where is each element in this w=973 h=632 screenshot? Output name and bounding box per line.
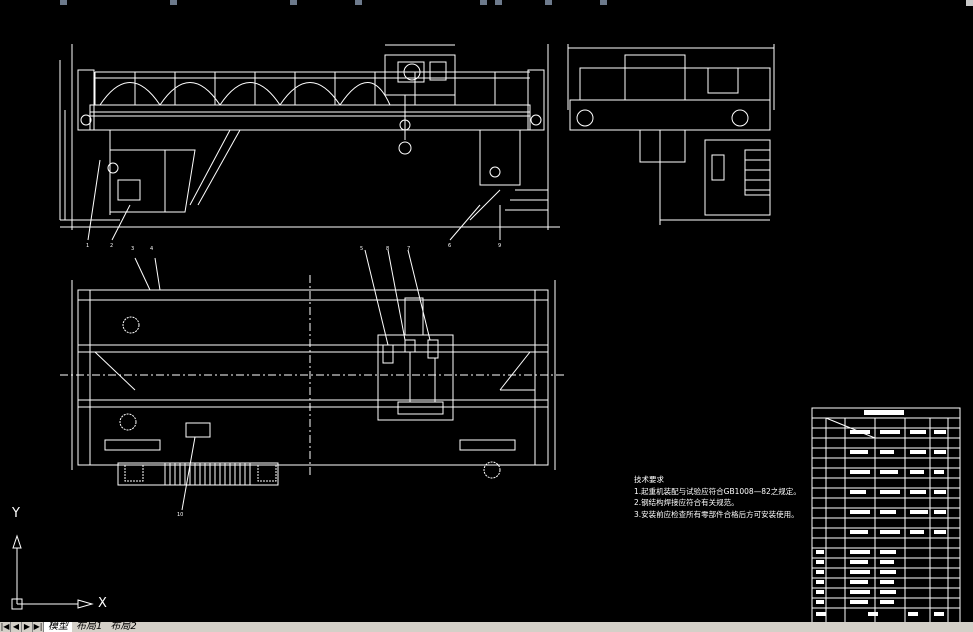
side-elevation-view bbox=[567, 44, 775, 225]
tab-layout-1[interactable]: 布局1 bbox=[76, 621, 103, 632]
balloon-6: 6 bbox=[448, 243, 451, 249]
technical-notes-title: 技术要求 bbox=[634, 475, 664, 484]
toolbar-icon-6[interactable] bbox=[495, 0, 502, 5]
layout-tab-bar: |◀◀▶▶|模型布局1 布局2 bbox=[0, 622, 973, 632]
toolbar-icon-8[interactable] bbox=[600, 0, 607, 5]
balloon-labels-plan: 3 4 5 8 7 10 bbox=[131, 246, 410, 518]
tab-nav-prev[interactable]: ◀ bbox=[11, 622, 22, 632]
toolbar-icon-4[interactable] bbox=[355, 0, 362, 5]
toolbar-icon-1[interactable] bbox=[60, 0, 67, 5]
title-block-fill bbox=[816, 410, 946, 616]
toolbar-icon-7[interactable] bbox=[545, 0, 552, 5]
technical-note-2: 2.钢结构焊接应符合有关规范。 bbox=[634, 498, 739, 507]
tab-model[interactable]: 模型 bbox=[44, 622, 72, 632]
balloon-4: 4 bbox=[150, 246, 153, 252]
balloon-2: 2 bbox=[110, 243, 113, 249]
balloon-3: 3 bbox=[131, 246, 134, 252]
toolbar-icon-3[interactable] bbox=[290, 0, 297, 5]
toolbar-strip bbox=[0, 0, 973, 6]
tab-layout-2[interactable]: 布局2 bbox=[110, 621, 137, 632]
balloon-1: 1 bbox=[86, 243, 89, 249]
ucs-y-label: Y bbox=[12, 506, 20, 521]
tab-nav-first[interactable]: |◀ bbox=[0, 622, 11, 632]
title-block bbox=[811, 407, 961, 624]
toolbar-icon-5[interactable] bbox=[480, 0, 487, 5]
balloon-5: 5 bbox=[360, 246, 363, 252]
vertical-scrollbar[interactable] bbox=[966, 0, 973, 6]
toolbar-icon-2[interactable] bbox=[170, 0, 177, 5]
balloon-7: 7 bbox=[407, 246, 410, 252]
technical-note-3: 3.安装前应检查所有零部件合格后方可安装使用。 bbox=[634, 509, 799, 519]
front-elevation-view bbox=[59, 44, 560, 241]
ucs-x-label: X bbox=[98, 596, 107, 611]
drawing-canvas[interactable]: 1 2 6 9 bbox=[0, 6, 973, 624]
balloon-9: 9 bbox=[498, 243, 501, 249]
tab-nav-next[interactable]: ▶ bbox=[22, 622, 33, 632]
ucs-icon bbox=[11, 534, 94, 610]
technical-notes: 技术要求 1.起重机装配与试验应符合GB1008—82之规定。 2.钢结构焊接应… bbox=[634, 474, 801, 520]
tab-nav-last[interactable]: ▶| bbox=[33, 622, 44, 632]
balloon-labels-front: 1 2 6 9 bbox=[86, 243, 501, 249]
balloon-8: 8 bbox=[386, 246, 389, 252]
technical-note-1: 1.起重机装配与试验应符合GB1008—82之规定。 bbox=[634, 486, 801, 496]
balloon-10: 10 bbox=[177, 512, 183, 518]
plan-view bbox=[60, 249, 565, 511]
